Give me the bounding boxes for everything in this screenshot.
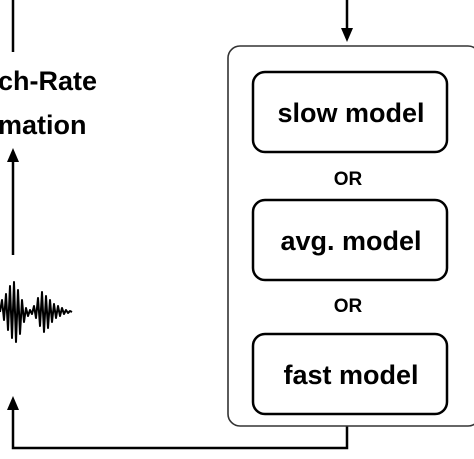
- bottom-arrowhead-icon: [7, 396, 19, 410]
- top-connector-line: [11, 0, 349, 52]
- rate-label-line2: mation: [0, 110, 87, 140]
- rate-label-line1: ch-Rate: [0, 66, 98, 96]
- middle-arrowhead-icon: [7, 148, 19, 162]
- or-label-2: OR: [333, 296, 363, 317]
- fast-model-box: [251, 332, 449, 416]
- fast-model-label: fast model: [283, 360, 419, 390]
- avg-model-box: [251, 198, 449, 282]
- speech-waveform-icon: [0, 281, 73, 343]
- slow-model-label: slow model: [277, 98, 425, 128]
- avg-model-label: avg. model: [280, 226, 422, 256]
- slow-model-box: [251, 70, 449, 154]
- or-label-1: OR: [333, 169, 363, 190]
- top-arrowhead-icon: [341, 28, 353, 42]
- bottom-connector-line: [11, 408, 349, 450]
- model-group-box: [227, 45, 474, 427]
